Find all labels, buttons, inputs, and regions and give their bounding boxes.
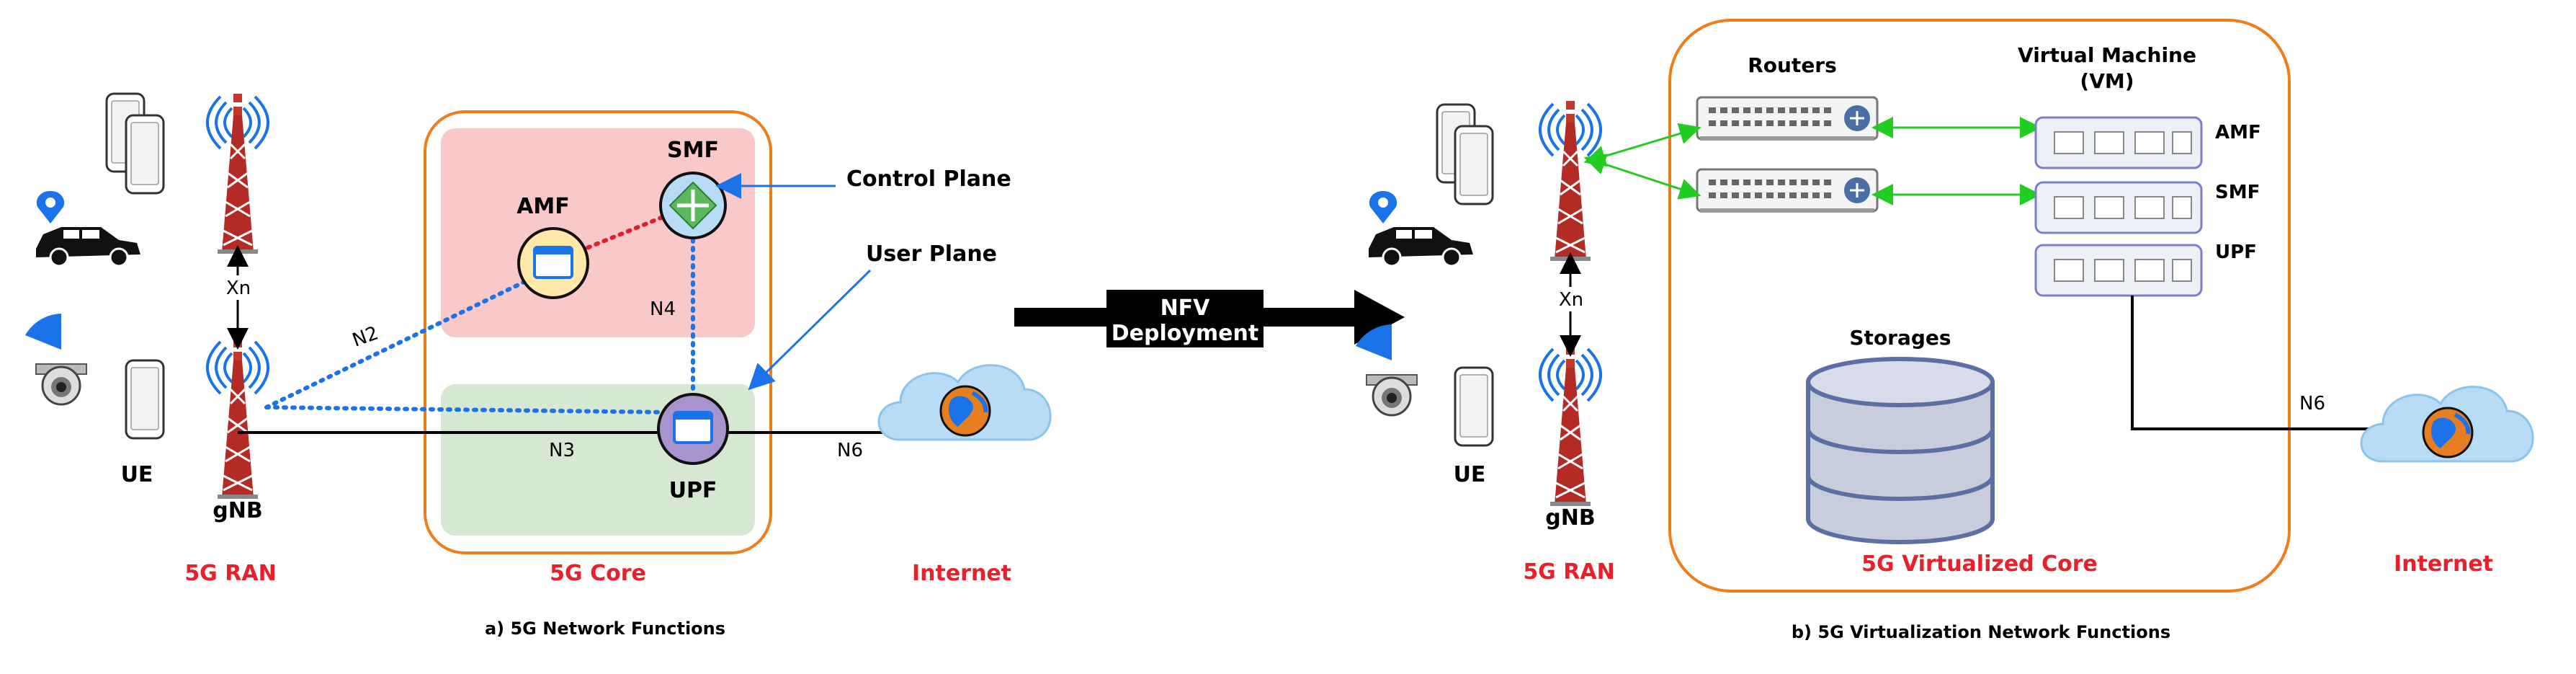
tower-icon bbox=[206, 337, 269, 500]
vm-label-sub: (VM) bbox=[2080, 69, 2134, 93]
ue-label: UE bbox=[1454, 462, 1486, 487]
tower-icon bbox=[206, 92, 269, 255]
amf-label: AMF bbox=[516, 194, 570, 219]
gnb-label: gNB bbox=[1545, 505, 1595, 531]
nfv-arrow-line1: NFV bbox=[1160, 296, 1211, 321]
tower-icon bbox=[1539, 99, 1602, 262]
caption-a: a) 5G Network Functions bbox=[485, 618, 725, 639]
n3-control-link bbox=[264, 405, 676, 414]
ue-label: UE bbox=[121, 462, 153, 487]
storage-icon bbox=[1806, 357, 1995, 544]
smf-label: SMF bbox=[667, 138, 719, 163]
tower-icon bbox=[1539, 345, 1602, 507]
vm-server-smf bbox=[2034, 181, 2203, 234]
router-icon bbox=[1696, 168, 1879, 214]
n2-link bbox=[264, 279, 528, 409]
vm-upf-label: UPF bbox=[2215, 241, 2257, 263]
amf-smf-link bbox=[578, 210, 676, 253]
n4-label: N4 bbox=[650, 298, 676, 320]
car-icon bbox=[35, 190, 142, 267]
core-title: 5G Core bbox=[550, 561, 646, 586]
n6-label: N6 bbox=[2299, 393, 2325, 414]
caption-b: b) 5G Virtualization Network Functions bbox=[1792, 622, 2170, 642]
ran-title: 5G RAN bbox=[184, 561, 276, 586]
internet-label: Internet bbox=[912, 561, 1011, 586]
routers-label: Routers bbox=[1748, 53, 1837, 77]
n6-label: N6 bbox=[837, 440, 863, 461]
ran-router-link bbox=[1583, 154, 1701, 200]
control-plane-label: Control Plane bbox=[846, 167, 1011, 192]
vm-smf-label: SMF bbox=[2215, 182, 2260, 203]
xn-label: Xn bbox=[226, 278, 251, 299]
vm-server-amf bbox=[2034, 116, 2203, 169]
phone-icon bbox=[125, 114, 165, 195]
phone-icon bbox=[1454, 125, 1494, 205]
xn-label: Xn bbox=[1559, 289, 1583, 311]
phone-icon bbox=[125, 359, 165, 440]
phone-icon bbox=[1454, 366, 1494, 447]
n3-label: N3 bbox=[549, 440, 575, 461]
storages-label: Storages bbox=[1849, 326, 1951, 350]
vm-server-upf bbox=[2034, 244, 2203, 297]
user-plane-pointer bbox=[748, 269, 872, 391]
n2-label: N2 bbox=[349, 322, 381, 352]
user-plane-label: User Plane bbox=[866, 241, 997, 267]
virtualized-core-title: 5G Virtualized Core bbox=[1861, 551, 2098, 577]
left-panel: Xn UE gNB 5G RAN AMF SMF UPF N2 N3 N4 bbox=[24, 92, 1050, 639]
vm-amf-label: AMF bbox=[2215, 122, 2261, 143]
camera-icon bbox=[1354, 323, 1418, 417]
vm-label: Virtual Machine bbox=[2018, 43, 2196, 67]
camera-icon bbox=[24, 312, 88, 406]
router-icon bbox=[1696, 96, 1879, 142]
nfv-arrow-line2: Deployment bbox=[1112, 321, 1258, 346]
cloud-icon bbox=[2361, 387, 2533, 461]
gnb-label: gNB bbox=[213, 498, 262, 523]
cloud-icon bbox=[879, 365, 1050, 440]
n6-link bbox=[2131, 296, 2370, 430]
internet-label: Internet bbox=[2394, 551, 2493, 577]
ran-title: 5G RAN bbox=[1523, 559, 1614, 585]
nfv-arrow: NFV Deployment bbox=[1014, 290, 1405, 347]
upf-label: UPF bbox=[669, 478, 717, 503]
right-panel: Xn UE gNB 5G RAN Routers Virtual Machine… bbox=[1354, 19, 2533, 642]
